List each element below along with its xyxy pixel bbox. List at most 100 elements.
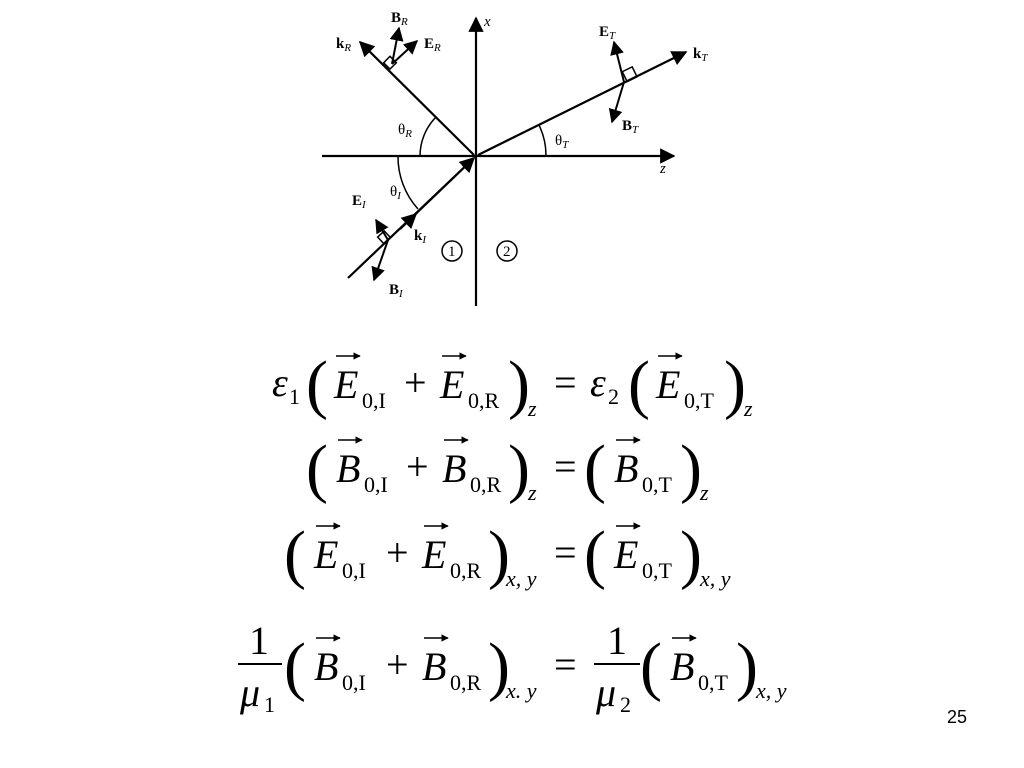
left-paren: (	[306, 348, 328, 421]
subscript-0t: 0,T	[684, 388, 715, 413]
equation-1: ε 1 ( E 0,I + E 0,R ) z = ε 2 ( E 0,T ) …	[0, 338, 1024, 428]
numerator-one: 1	[249, 618, 269, 663]
right-paren: )	[724, 348, 746, 421]
epsilon-2-subscript: 2	[608, 384, 619, 409]
mu-1-subscript: 1	[264, 692, 275, 717]
left-paren: (	[640, 630, 662, 703]
right-paren: )	[488, 518, 510, 591]
k-i-arrow	[399, 212, 418, 230]
component-z: z	[743, 396, 753, 421]
b-r-label: BR	[391, 10, 408, 28]
left-paren: (	[584, 518, 606, 591]
left-paren: (	[628, 348, 650, 421]
left-paren: (	[284, 630, 306, 703]
subscript-0i: 0,I	[342, 558, 366, 583]
theta-t-label: θT	[555, 133, 569, 151]
b-field-transmitted: B	[614, 446, 638, 491]
transmitted-ray	[477, 51, 688, 156]
e-field-transmitted: E	[613, 532, 638, 577]
component-z: z	[527, 480, 537, 505]
right-paren: )	[680, 518, 702, 591]
theta-r-arc	[419, 116, 437, 157]
plus-sign: +	[386, 642, 409, 687]
b-r-arrow	[389, 26, 404, 65]
left-paren: (	[306, 432, 328, 505]
right-paren: )	[508, 432, 530, 505]
epsilon-2: ε	[590, 360, 606, 405]
mu-2-subscript: 2	[620, 692, 631, 717]
equation-4: 1 μ 1 ( B 0,I + B 0,R ) x. y = 1 μ 2 ( B…	[0, 612, 1024, 722]
component-xy: x, y	[699, 566, 731, 591]
plus-sign: +	[406, 444, 429, 489]
region-2-circle	[496, 240, 518, 262]
plus-sign: +	[386, 530, 409, 575]
subscript-0t: 0,T	[642, 558, 673, 583]
b-i-label: BI	[389, 282, 404, 300]
e-field-incident: E	[333, 362, 358, 407]
b-i-arrow	[371, 239, 389, 282]
epsilon-1-subscript: 1	[289, 384, 300, 409]
z-axis-label: z	[659, 161, 666, 177]
numerator-one: 1	[607, 618, 627, 663]
e-t-label: ET	[599, 24, 616, 42]
theta-t-arc	[538, 124, 547, 157]
equals-sign: =	[554, 530, 577, 575]
b-field-reflected: B	[442, 446, 466, 491]
b-field-transmitted: B	[670, 644, 694, 689]
subscript-0r: 0,R	[468, 388, 500, 413]
right-paren: )	[508, 348, 530, 421]
subscript-0r: 0,R	[450, 670, 482, 695]
component-xy: x, y	[755, 678, 787, 703]
k-r-label: kR	[336, 36, 351, 54]
right-angle-mark-r	[382, 55, 398, 71]
mu-1: μ	[239, 670, 260, 715]
reflected-ray	[358, 40, 475, 156]
k-i-label: kI	[414, 228, 427, 246]
right-paren: )	[680, 432, 702, 505]
subscript-0i: 0,I	[364, 472, 388, 497]
equals-sign: =	[554, 360, 577, 405]
theta-r-label: θR	[398, 122, 412, 140]
component-z: z	[527, 396, 537, 421]
subscript-0t: 0,T	[642, 472, 673, 497]
left-paren: (	[584, 432, 606, 505]
right-angle-mark-i	[376, 229, 392, 245]
mu-2: μ	[595, 670, 616, 715]
x-axis-label: x	[483, 14, 491, 30]
subscript-0r: 0,R	[470, 472, 502, 497]
b-field-incident: B	[314, 644, 338, 689]
e-i-arrow	[375, 218, 389, 241]
theta-i-label: θI	[390, 184, 402, 202]
b-field-reflected: B	[422, 644, 446, 689]
equals-sign: =	[554, 444, 577, 489]
equation-2: ( B 0,I + B 0,R ) z = ( B 0,T ) z	[0, 422, 1024, 512]
equation-3: ( E 0,I + E 0,R ) x, y = ( E 0,T ) x, y	[0, 508, 1024, 598]
e-field-transmitted: E	[655, 362, 680, 407]
e-r-label: ER	[424, 36, 441, 54]
b-t-arrow	[608, 81, 625, 124]
equals-sign: =	[554, 642, 577, 687]
subscript-0t: 0,T	[698, 670, 729, 695]
component-xy: x, y	[505, 566, 537, 591]
right-angle-mark-t	[621, 65, 639, 83]
e-r-arrow	[391, 40, 419, 65]
right-paren: )	[488, 630, 510, 703]
k-t-label: kT	[693, 46, 708, 64]
page-number: 25	[946, 707, 967, 727]
epsilon-1: ε	[272, 360, 288, 405]
reflection-refraction-diagram: x z kR BR ER θR ET kT BT θT EI θI kI BI …	[322, 10, 708, 306]
component-z: z	[699, 480, 709, 505]
subscript-0i: 0,I	[362, 388, 386, 413]
plus-sign: +	[404, 360, 427, 405]
e-i-label: EI	[352, 193, 367, 211]
theta-i-arc	[397, 155, 419, 210]
e-t-arrow	[610, 40, 625, 83]
subscript-0i: 0,I	[342, 670, 366, 695]
e-field-reflected: E	[439, 362, 464, 407]
e-field-reflected: E	[421, 532, 446, 577]
b-t-label: BT	[622, 118, 639, 136]
region-2-label: 2	[503, 244, 511, 260]
component-xy: x. y	[505, 678, 537, 703]
subscript-0r: 0,R	[450, 558, 482, 583]
region-1-label: 1	[448, 244, 456, 260]
